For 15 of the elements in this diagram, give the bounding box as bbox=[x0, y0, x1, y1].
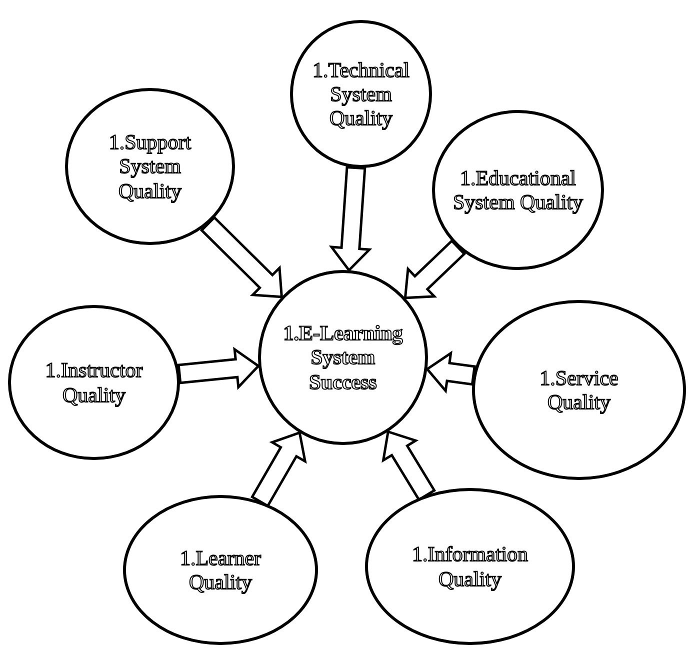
block-arrow bbox=[200, 216, 284, 298]
node-label: 1.E-Learning System Success bbox=[283, 321, 403, 394]
block-arrow bbox=[328, 166, 372, 272]
block-arrow bbox=[382, 430, 436, 502]
node-label: 1.Service Quality bbox=[538, 366, 620, 414]
block-arrow bbox=[177, 346, 260, 390]
block-arrow bbox=[425, 350, 476, 394]
node-label: 1.Learner Quality bbox=[178, 546, 262, 594]
block-arrow bbox=[404, 239, 466, 300]
node-label: 1.Educational System Quality bbox=[452, 166, 584, 214]
node-label: 1.Information Quality bbox=[410, 542, 530, 591]
node-label: 1.Support System Quality bbox=[108, 130, 192, 203]
node-label: 1.Technical System Quality bbox=[311, 58, 411, 130]
node-label: 1.Instructor Quality bbox=[44, 358, 144, 407]
block-arrow bbox=[250, 431, 307, 508]
